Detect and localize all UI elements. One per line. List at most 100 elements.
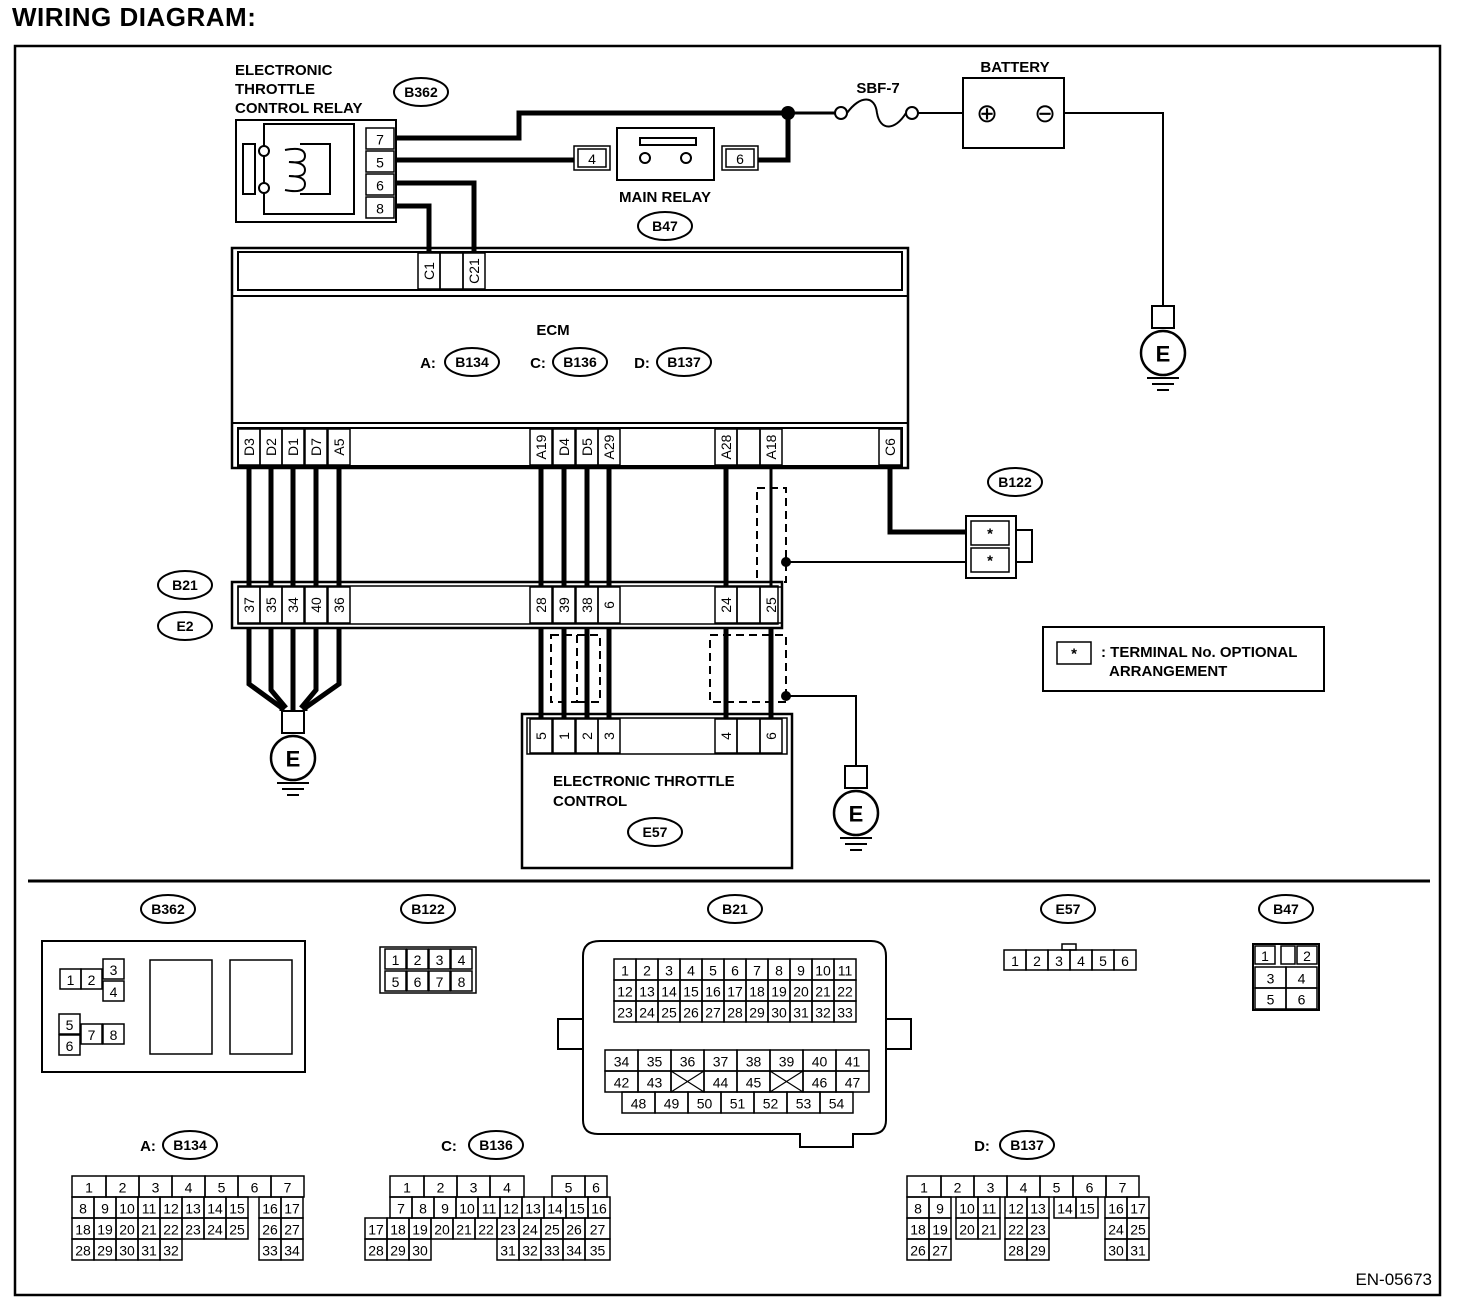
throttle-relay-connector: B362 (404, 84, 438, 100)
ecm-pin-C21: C21 (466, 258, 482, 284)
throttle-control-pin-5: 5 (533, 732, 549, 740)
view-b136-pin-17: 17 (368, 1222, 384, 1238)
view-b21-pin-23: 23 (617, 1005, 633, 1021)
view-b122-pin-5-cell (384, 970, 407, 992)
view-b136-pin-34: 34 (566, 1243, 582, 1259)
view-b137-label: B137 (1010, 1137, 1044, 1153)
view-b137-pin-26: 26 (910, 1243, 926, 1259)
throttle-relay-pin-6: 6 (376, 178, 384, 194)
view-e57-pin-4: 4 (1077, 953, 1085, 969)
joint-connector-e2: E2 (176, 618, 193, 634)
relay-coil-lead (300, 143, 331, 195)
view-e57-label: E57 (1056, 901, 1081, 917)
view-b136-label: B136 (479, 1137, 513, 1153)
main-relay-term-l (639, 152, 651, 164)
ecm-pin-A19: A19 (533, 434, 549, 459)
view-b47-pin-2-cell (1296, 945, 1318, 965)
view-b134-pin-20: 20 (119, 1222, 135, 1238)
view-b134-pin-11: 11 (142, 1201, 157, 1217)
shield-upper (756, 487, 787, 583)
view-b134-pin-32: 32 (163, 1243, 179, 1259)
view-b134-pin-12: 12 (163, 1201, 179, 1217)
view-b136-pin-29: 29 (390, 1243, 406, 1259)
ecm-connector-prefix-0: A: (420, 355, 436, 372)
view-b137-pin-2: 2 (954, 1180, 962, 1196)
view-b137-pin-8: 8 (914, 1201, 922, 1217)
view-b134-pin-4: 4 (185, 1180, 193, 1196)
view-b136-pin-18: 18 (390, 1222, 406, 1238)
view-b137-pin-25: 25 (1130, 1222, 1146, 1238)
relay-coil (284, 147, 307, 193)
view-b21-pin-3: 3 (665, 963, 673, 979)
b122-connector: B122 (998, 474, 1032, 490)
view-b21-pin-12: 12 (617, 984, 633, 1000)
view-b136-pin-31: 31 (500, 1243, 516, 1259)
relay-term-b (258, 182, 270, 194)
view-b362-pin-3: 3 (110, 962, 118, 978)
joint-pin-35: 35 (263, 597, 279, 613)
view-b21-pin-41: 41 (845, 1054, 861, 1070)
view-b134-pin-8: 8 (79, 1201, 87, 1217)
ecm-connector-B137-ellipse (656, 347, 712, 377)
view-b137-label-ellipse (999, 1130, 1055, 1160)
view-b21-pin-32: 32 (815, 1005, 831, 1021)
view-b21-pin-10: 10 (815, 963, 831, 979)
view-b137-pin-21: 21 (981, 1222, 997, 1238)
joint-pin-box-blank (736, 586, 761, 624)
view-b21-pin-31: 31 (793, 1005, 809, 1021)
view-b21-pin-14: 14 (661, 984, 677, 1000)
ecm-pin-D1: D1 (285, 438, 301, 456)
view-e57-pin-5: 5 (1099, 953, 1107, 969)
ecm-body (230, 246, 910, 470)
view-b362-pin-7: 7 (88, 1027, 96, 1043)
view-b21-pin-4: 4 (687, 963, 695, 979)
view-b21-pin-38: 38 (746, 1054, 762, 1070)
ground-shield-circle (832, 789, 880, 837)
joint-pin-39: 39 (556, 597, 572, 613)
throttle-relay-pin-5-cell (365, 150, 395, 173)
view-b21-pin-6: 6 (731, 963, 739, 979)
view-b21-pin-43: 43 (647, 1075, 663, 1091)
main-relay-pin-left-cell (577, 148, 607, 168)
view-b137-pin-21-cell (977, 1217, 1001, 1240)
ecm-connector-B136: B136 (563, 354, 597, 370)
ground-joint-circle (269, 734, 317, 782)
view-b122-pin-4-cell (450, 948, 473, 970)
ecm-connector-B134-ellipse (444, 347, 500, 377)
wire-j40-ground (299, 628, 319, 710)
view-b21-pin-9: 9 (797, 963, 805, 979)
junction-top (781, 106, 795, 120)
view-b21-pin-49: 49 (664, 1096, 680, 1112)
view-e57-pin-3: 3 (1055, 953, 1063, 969)
shield-tc-a (550, 634, 578, 703)
throttle-relay-pin-7-cell (365, 127, 395, 150)
ecm-connector-B134: B134 (455, 354, 489, 370)
legend-box (1042, 626, 1325, 692)
view-e57-pin-2: 2 (1033, 953, 1041, 969)
view-b122-pin-8: 8 (458, 974, 466, 990)
throttle-control-pin-6: 6 (763, 732, 779, 740)
view-b134-pin-26: 26 (262, 1222, 278, 1238)
view-b362-pin-2-cell (80, 968, 103, 990)
throttle-control-connector: E57 (643, 824, 668, 840)
view-b134-pin-32-cell (159, 1238, 183, 1261)
view-b136-pin-35-cell (584, 1238, 611, 1261)
view-b21-pin-51: 51 (730, 1096, 746, 1112)
ground-battery-label: E (1156, 342, 1171, 367)
view-b137-pin-10: 10 (959, 1201, 975, 1217)
view-b47-key (1280, 945, 1296, 965)
wire-j36-ground (302, 628, 342, 711)
view-e57-key (1061, 943, 1077, 951)
view-b21-pin-7: 7 (753, 963, 761, 979)
shield-tc-b (577, 634, 601, 703)
joint-pin-28: 28 (533, 597, 549, 613)
view-b47-pin-1: 1 (1261, 948, 1269, 964)
view-b136-pin-16: 16 (591, 1201, 607, 1217)
view-b136-pin-20: 20 (434, 1222, 450, 1238)
view-b47-label: B47 (1273, 901, 1299, 917)
wire-j37-ground (246, 628, 285, 711)
ecm-pin-C6: C6 (882, 438, 898, 456)
view-b134-pin-25-cell (225, 1217, 249, 1240)
view-b122-pin-2-cell (406, 948, 429, 970)
b122-connector-ellipse (987, 467, 1043, 497)
